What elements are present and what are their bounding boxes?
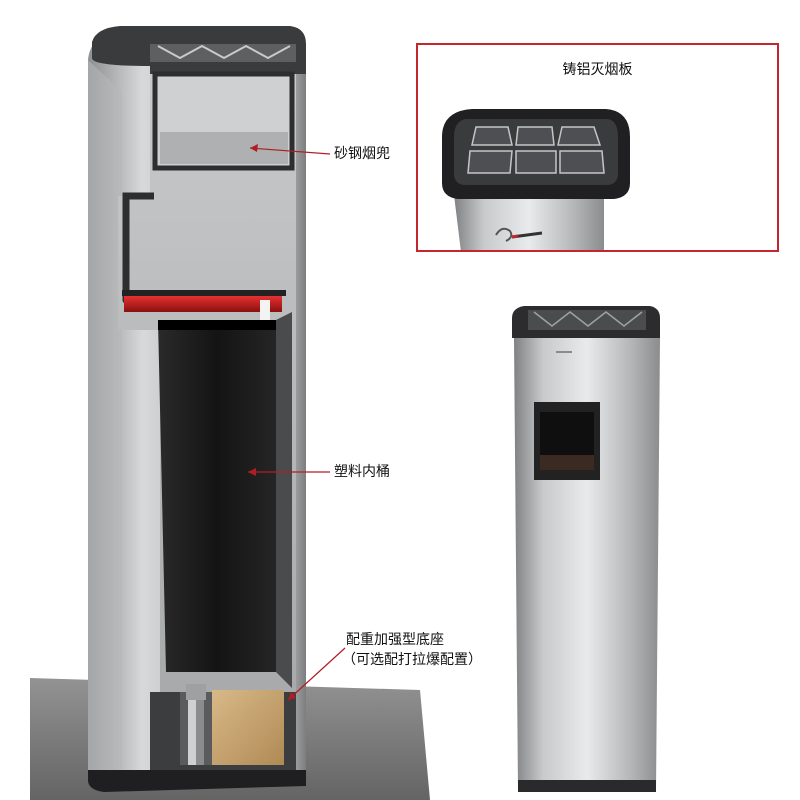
aluminum-extinguish-plate-illustration: [442, 109, 630, 250]
inset-title: 铸铝灭烟板: [562, 62, 633, 78]
inset-detail-panel: 铸铝灭烟板: [416, 43, 779, 252]
standing-bin: [512, 306, 660, 792]
label-weighted-base: 配重加强型底座: [346, 632, 444, 648]
label-sand-steel-tray: 砂钢烟兜: [334, 146, 390, 162]
label-plastic-inner-bin: 塑料内桶: [334, 464, 390, 480]
label-weighted-base-note: （可选配打拉爆配置）: [342, 652, 482, 668]
